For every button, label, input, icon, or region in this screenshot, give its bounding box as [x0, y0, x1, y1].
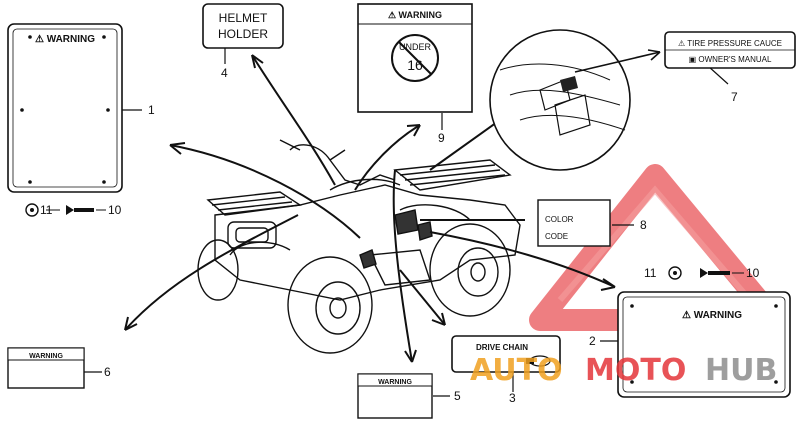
svg-text:⚠ WARNING: ⚠ WARNING [388, 10, 442, 20]
label-5-text: WARNING [378, 379, 412, 386]
label-3-drive-chain: DRIVE CHAIN [451, 335, 561, 373]
book-icon: ▣ [689, 55, 699, 64]
svg-text:⚠ WARNING: ⚠ WARNING [35, 34, 95, 45]
helmet-line1: HELMET [219, 11, 268, 25]
warning-triangle-icon: ⚠ [388, 10, 399, 20]
label-6-text: WARNING [29, 353, 63, 360]
under-text: UNDER [399, 42, 432, 52]
callout-4: 4 [221, 66, 228, 80]
callout-8: 8 [640, 218, 647, 232]
rivet-10-right [700, 268, 730, 278]
callout-10-left: 10 [108, 203, 122, 217]
warning-triangle-icon: ⚠ [35, 34, 47, 45]
watermark-part2: MOTO [585, 353, 686, 388]
callout-2: 2 [589, 334, 596, 348]
tire-line1: TIRE PRESSURE CAUCE [687, 39, 782, 48]
label-5-warning: WARNING [357, 373, 433, 419]
label-9-warning-age: ⚠ WARNING UNDER 16 [357, 3, 473, 113]
label-2-warning-large: ⚠ WARNING [617, 291, 791, 398]
label-9-text: WARNING [399, 10, 443, 20]
atv-illustration [197, 139, 521, 354]
grommet-11-right [668, 266, 682, 280]
label-8-color-code: COLOR CODE [537, 199, 611, 247]
under-age: 16 [407, 57, 423, 73]
callout-ticks [84, 48, 729, 397]
detail-circle [489, 29, 661, 171]
label-6-warning: WARNING [7, 347, 85, 389]
leader-lines [124, 54, 616, 363]
callout-7: 7 [731, 90, 738, 104]
callout-9: 9 [438, 131, 445, 145]
color-line1: COLOR [545, 215, 574, 224]
rivet-10-left [66, 205, 94, 215]
callout-10-right: 10 [746, 266, 760, 280]
callout-1: 1 [148, 103, 155, 117]
color-line2: CODE [545, 232, 568, 241]
watermark-text: AUTO MOTO HUB [470, 353, 777, 388]
label-2-text: WARNING [694, 310, 743, 321]
callout-11-right: 11 [644, 266, 657, 280]
label-1-warning-large: ⚠ WARNING [7, 23, 123, 193]
watermark-part3: HUB [705, 353, 777, 388]
watermark-part1: AUTO [470, 353, 563, 388]
helmet-line2: HOLDER [218, 27, 268, 41]
chain-icon [526, 355, 551, 367]
callout-6: 6 [104, 365, 111, 379]
tire-line2: OWNER'S MANUAL [698, 55, 772, 64]
grommet-11-left [25, 203, 39, 217]
warning-triangle-icon: ⚠ [678, 39, 687, 48]
label-7-tire-pressure: ⚠ TIRE PRESSURE CAUCE ▣ OWNER'S MANUAL [664, 31, 796, 69]
warning-triangle-icon: ⚠ [682, 310, 694, 321]
callout-3: 3 [509, 391, 516, 405]
drive-chain-text: DRIVE CHAIN [476, 343, 528, 352]
label-4-helmet-holder: HELMET HOLDER [202, 3, 284, 49]
svg-text:⚠ WARNING: ⚠ WARNING [682, 310, 742, 321]
svg-text:▣ OWNER'S MANUAL: ▣ OWNER'S MANUAL [689, 55, 772, 64]
label-1-text: WARNING [47, 34, 96, 45]
callout-5: 5 [454, 389, 461, 403]
svg-text:⚠ TIRE PRESSURE CAUCE: ⚠ TIRE PRESSURE CAUCE [678, 39, 782, 48]
